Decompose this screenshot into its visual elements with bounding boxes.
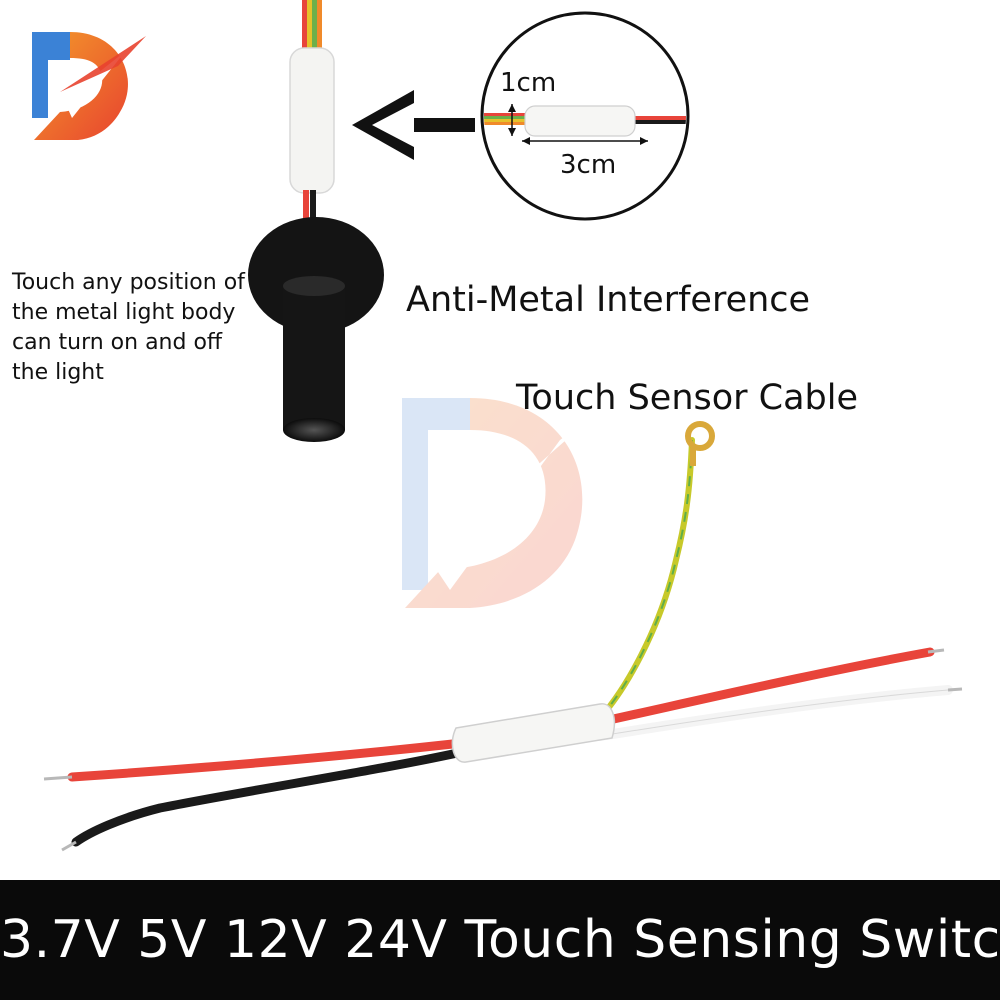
metal-light-assembly [248, 0, 384, 442]
title-banner: 3.7V 5V 12V 24V Touch Sensing Switch [0, 880, 1000, 1000]
anti-metal-interference-label: Anti-Metal Interference [406, 280, 811, 320]
touch-position-note: Touch any position of the metal light bo… [12, 270, 245, 385]
pointer-arrow-icon [352, 90, 475, 160]
watermark-logo [402, 398, 600, 608]
brand-logo [32, 32, 146, 140]
zoom-detail-circle [480, 11, 690, 221]
touch-sensor-cable-label: Touch Sensor Cable [516, 378, 859, 418]
dimension-height-label: 1cm [500, 68, 557, 98]
dimension-length-label: 3cm [560, 150, 617, 180]
touch-sensor-cable-assembly [43, 421, 963, 852]
product-title: 3.7V 5V 12V 24V Touch Sensing Switch [0, 910, 1000, 970]
